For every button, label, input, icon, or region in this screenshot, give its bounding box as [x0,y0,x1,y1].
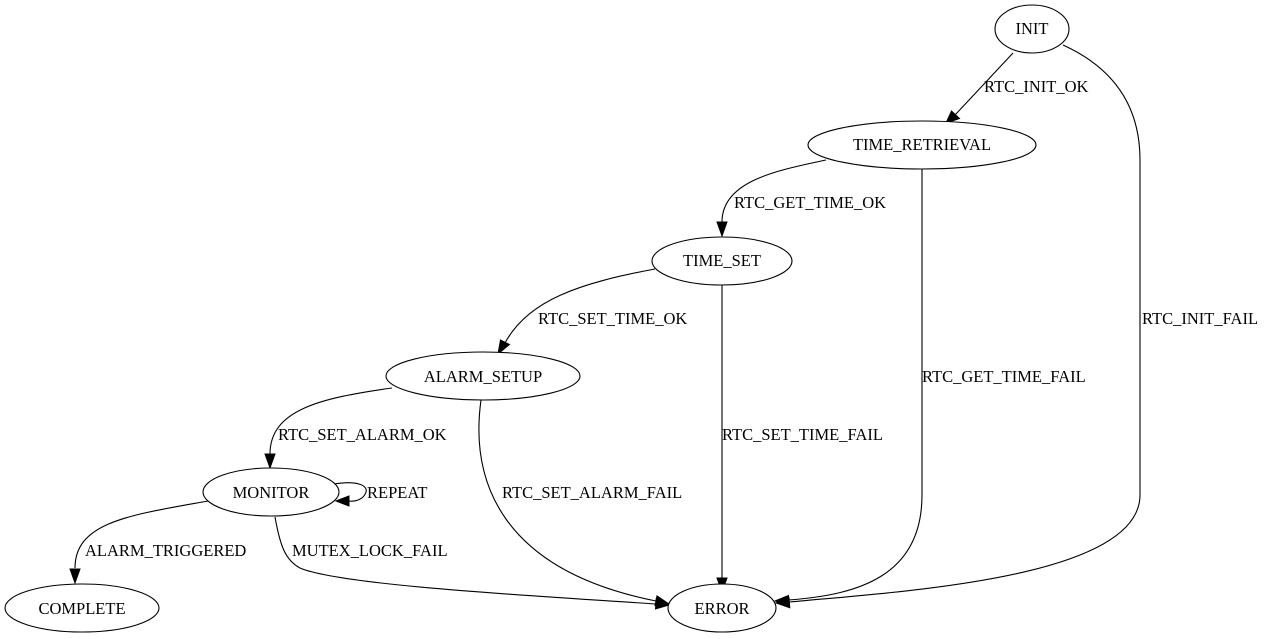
node-ellipse [807,120,1037,170]
edge-line [333,482,367,502]
node-label-time-retrieval: TIME_RETRIEVAL [853,135,991,154]
arrowhead-icon [773,594,790,607]
node-time-retrieval: TIME_RETRIEVAL [807,120,1037,170]
edge-line [269,387,393,455]
edge-alarm-setup-to-error: RTC_SET_ALARM_FAIL [478,399,682,607]
edge-monitor-self-loop: REPEAT [333,482,428,507]
edge-line [478,399,657,602]
node-init: INIT [994,4,1070,54]
edge-line [504,268,656,344]
edge-label-rtc-init-ok: RTC_INIT_OK [984,77,1088,96]
edge-label-rtc-init-fail: RTC_INIT_FAIL [1142,309,1258,328]
node-ellipse [651,236,793,286]
node-ellipse [667,583,777,633]
edge-label-rtc-set-time-fail: RTC_SET_TIME_FAIL [722,425,883,444]
arrowhead-icon [69,568,81,585]
node-time-set: TIME_SET [651,236,793,286]
edge-label-rtc-set-alarm-ok: RTC_SET_ALARM_OK [278,425,447,444]
arrowhead-icon [334,495,350,507]
edge-monitor-to-complete: ALARM_TRIGGERED [69,500,246,585]
arrowhead-icon [654,598,671,610]
edge-label-alarm-triggered: ALARM_TRIGGERED [85,541,246,560]
node-ellipse [994,4,1070,54]
edge-line [789,44,1141,603]
node-ellipse [4,583,160,633]
arrowhead-icon [945,110,961,124]
node-label-complete: COMPLETE [38,599,125,618]
edge-label-rtc-set-time-ok: RTC_SET_TIME_OK [538,309,687,328]
arrowhead-icon [716,221,728,238]
arrowhead-icon [264,453,276,470]
node-label-init: INIT [1016,19,1049,38]
node-label-alarm-setup: ALARM_SETUP [424,367,542,386]
edge-label-mutex-lock-fail: MUTEX_LOCK_FAIL [292,541,448,560]
node-label-time-set: TIME_SET [683,251,761,270]
node-monitor: MONITOR [202,467,340,517]
edge-init-to-time-retrieval: RTC_INIT_OK [945,52,1088,124]
node-ellipse [202,467,340,517]
edge-line [74,500,209,569]
edge-label-rtc-set-alarm-fail: RTC_SET_ALARM_FAIL [502,483,682,502]
edge-line [954,52,1014,116]
node-complete: COMPLETE [4,583,160,633]
edge-monitor-to-error: MUTEX_LOCK_FAIL [274,516,671,610]
edge-time-retrieval-to-time-set: RTC_GET_TIME_OK [716,159,886,238]
edge-time-set-to-alarm-setup: RTC_SET_TIME_OK [497,268,687,356]
edge-line [721,159,827,223]
edge-init-to-error: RTC_INIT_FAIL [774,44,1258,609]
edge-label-rtc-get-time-ok: RTC_GET_TIME_OK [734,193,886,212]
edge-time-retrieval-to-error: RTC_GET_TIME_FAIL [773,169,1086,607]
node-label-error: ERROR [694,599,749,618]
edge-line [274,516,657,605]
node-error: ERROR [667,583,777,633]
node-alarm-setup: ALARM_SETUP [385,351,581,401]
edge-label-repeat: REPEAT [367,483,428,502]
edge-label-rtc-get-time-fail: RTC_GET_TIME_FAIL [922,367,1086,386]
node-ellipse [385,351,581,401]
edge-time-set-to-error: RTC_SET_TIME_FAIL [716,285,883,594]
edge-line [787,169,923,601]
node-label-monitor: MONITOR [233,483,310,502]
arrowhead-icon [497,339,511,356]
edge-alarm-setup-to-monitor: RTC_SET_ALARM_OK [264,387,447,470]
